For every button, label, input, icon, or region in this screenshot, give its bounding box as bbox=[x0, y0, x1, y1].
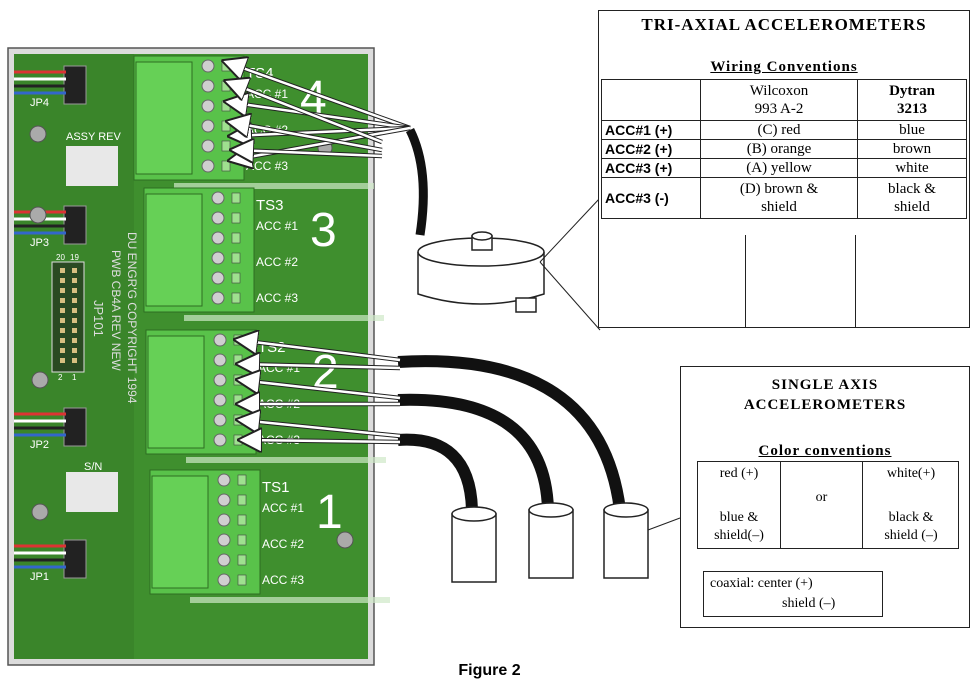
triaxial-sensor-icon bbox=[417, 231, 545, 313]
left-top: red (+) bbox=[719, 466, 759, 481]
color-conventions-subtitle: Color conventions bbox=[758, 443, 892, 459]
right-top: white(+) bbox=[886, 466, 936, 481]
triaxial-title: TRI-AXIAL ACCELEROMETERS bbox=[641, 15, 927, 34]
copyright-text: DU ENGR'G COPYRIGHT 1994 bbox=[125, 232, 139, 404]
svg-text:1: 1 bbox=[72, 373, 77, 382]
header-connector bbox=[51, 261, 85, 373]
svg-text:20: 20 bbox=[56, 253, 65, 262]
terminal-block-ts1: TS1 1 ACC #1 ACC #2 ACC #3 bbox=[149, 469, 390, 603]
left-bottom-1: blue & bbox=[719, 510, 759, 525]
block-label: TS1 bbox=[262, 479, 290, 496]
right-bottom-1: black & bbox=[888, 510, 934, 525]
sn-sticker bbox=[66, 472, 118, 512]
svg-text:19: 19 bbox=[70, 253, 79, 262]
channel-label: ACC #3 bbox=[262, 573, 304, 587]
block-label: TS3 bbox=[256, 197, 284, 214]
table-row: ACC#1 (+) (C) red blue bbox=[601, 120, 967, 140]
connector-jp4: JP4 bbox=[14, 65, 87, 109]
triaxial-panel: TRI-AXIAL ACCELEROMETERS Wiring Conventi… bbox=[598, 10, 970, 328]
figure-caption: Figure 2 bbox=[458, 662, 521, 679]
wiring-conventions-subtitle: Wiring Conventions bbox=[710, 59, 858, 75]
single-axis-sensors-icon bbox=[397, 355, 649, 583]
channel-label: ACC #2 bbox=[256, 255, 298, 269]
svg-text:2: 2 bbox=[58, 373, 63, 382]
color-conventions-table: red (+) blue & shield(–) or white(+) bla… bbox=[697, 461, 959, 549]
svg-text:JP4: JP4 bbox=[30, 97, 49, 109]
channel-label: ACC #2 bbox=[262, 537, 304, 551]
channel-label: ACC #1 bbox=[262, 501, 304, 515]
jp101-label: JP101 bbox=[91, 300, 106, 337]
channel-label: ACC #1 bbox=[256, 219, 298, 233]
connector-jp1: JP1 bbox=[14, 539, 87, 583]
single-axis-title-1: SINGLE AXIS bbox=[771, 377, 879, 393]
connector-jp3: JP3 bbox=[14, 205, 87, 249]
svg-text:JP2: JP2 bbox=[30, 439, 49, 451]
block-number: 1 bbox=[316, 486, 343, 539]
or-text: or bbox=[815, 490, 828, 505]
coaxial-line-2: shield (–) bbox=[782, 596, 836, 611]
table-row: ACC#3 (-) (D) brown & shield black & shi… bbox=[601, 177, 967, 219]
sn-label: S/N bbox=[84, 461, 102, 473]
block-number: 3 bbox=[310, 204, 337, 257]
single-axis-title-2: ACCELEROMETERS bbox=[743, 397, 907, 413]
channel-label: ACC #1 bbox=[246, 87, 288, 101]
connector-jp2: JP2 bbox=[14, 407, 87, 451]
right-bottom-2: shield (–) bbox=[884, 528, 938, 543]
assy-rev-sticker bbox=[66, 146, 118, 186]
svg-text:JP3: JP3 bbox=[30, 237, 49, 249]
single-axis-panel: SINGLE AXIS ACCELEROMETERS Color convent… bbox=[680, 366, 970, 628]
assy-rev-label: ASSY REV bbox=[66, 131, 121, 143]
svg-text:JP1: JP1 bbox=[30, 571, 49, 583]
pwb-text: PWB CB4A REV NEW bbox=[109, 250, 123, 371]
channel-label: ACC #3 bbox=[246, 159, 288, 173]
left-bottom-2: shield(–) bbox=[714, 528, 764, 543]
channel-label: ACC #3 bbox=[256, 291, 298, 305]
coaxial-line-1: coaxial: center (+) bbox=[710, 576, 813, 591]
coaxial-box: coaxial: center (+) shield (–) bbox=[703, 571, 883, 617]
terminal-block-ts3: TS3 3 ACC #1 ACC #2 ACC #3 bbox=[143, 187, 384, 321]
table-row: ACC#3 (+) (A) yellow white bbox=[601, 158, 967, 178]
triaxial-cable bbox=[405, 127, 428, 236]
table-row: ACC#2 (+) (B) orange brown bbox=[601, 139, 967, 159]
